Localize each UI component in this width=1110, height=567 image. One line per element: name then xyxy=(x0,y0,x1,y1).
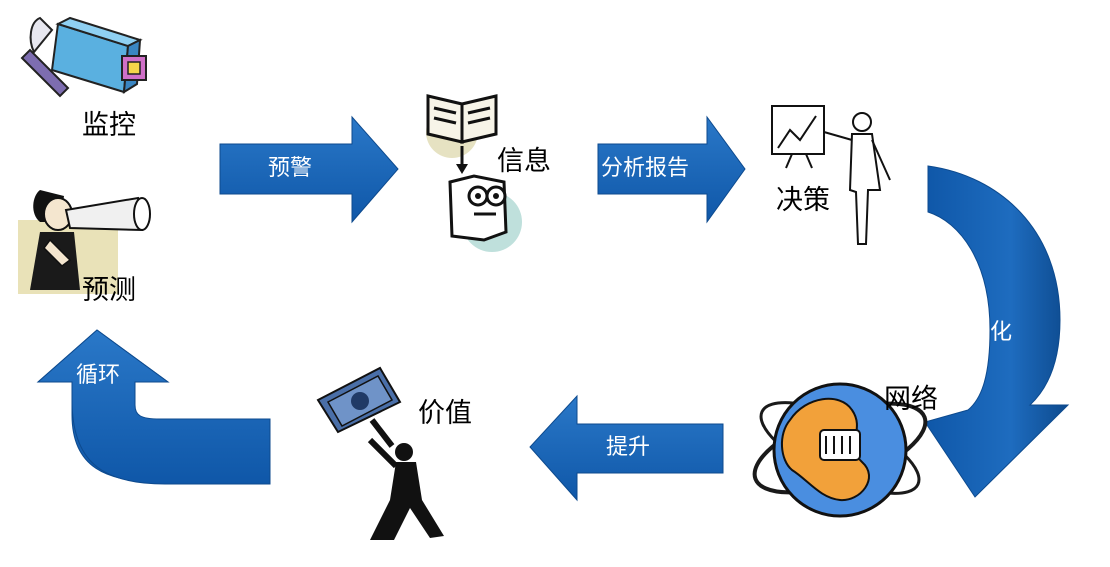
book-reader-icon xyxy=(426,94,522,252)
node-label-forecast: 预测 xyxy=(82,275,136,306)
improve-arrow xyxy=(529,394,724,502)
presenter-chart-icon xyxy=(771,105,891,245)
arrow-label-cycle: 循环 xyxy=(76,363,121,388)
network-globe-icon xyxy=(752,372,928,528)
analysis-report-arrow xyxy=(597,115,746,224)
arrow-label-warning: 预警 xyxy=(268,156,313,181)
optimize-curved-arrow xyxy=(924,165,1070,498)
cycle-arrow-body xyxy=(36,329,271,485)
warning-arrow xyxy=(219,115,399,224)
arrow-label-improve: 提升 xyxy=(606,435,651,460)
node-label-information: 信息 xyxy=(497,146,551,177)
node-label-value: 价值 xyxy=(418,398,472,429)
value-lifter-icon xyxy=(316,366,444,540)
arrow-label-analysis-report: 分析报告 xyxy=(601,156,690,181)
surveillance-camera-icon xyxy=(20,16,147,98)
node-label-network: 网络 xyxy=(884,384,938,415)
telescope-man-icon xyxy=(18,190,151,294)
arrow-label-optimize: 优化 xyxy=(968,320,1013,345)
node-label-decision: 决策 xyxy=(776,185,830,216)
node-label-monitor: 监控 xyxy=(82,110,136,141)
